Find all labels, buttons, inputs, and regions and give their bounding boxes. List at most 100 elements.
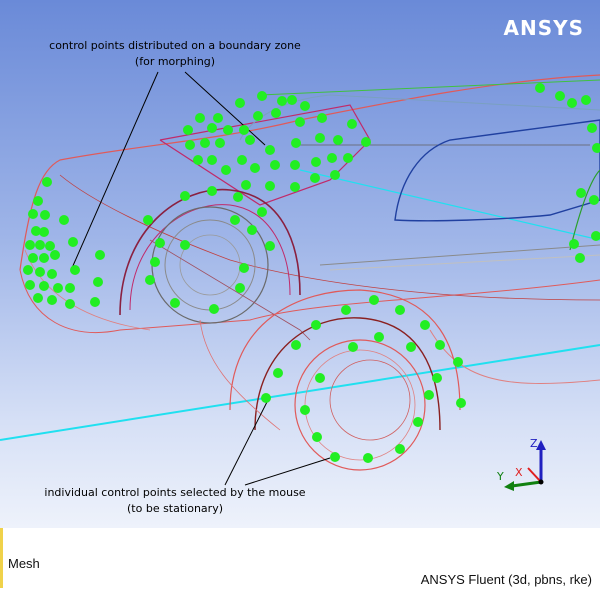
control-point[interactable] (257, 207, 267, 217)
control-point[interactable] (235, 98, 245, 108)
control-point[interactable] (592, 143, 600, 153)
control-point[interactable] (277, 96, 287, 106)
control-point[interactable] (68, 237, 78, 247)
control-point[interactable] (291, 340, 301, 350)
control-point[interactable] (170, 298, 180, 308)
control-point[interactable] (185, 140, 195, 150)
control-point[interactable] (291, 138, 301, 148)
control-point[interactable] (424, 390, 434, 400)
control-point[interactable] (333, 135, 343, 145)
control-point[interactable] (143, 215, 153, 225)
control-point[interactable] (230, 215, 240, 225)
control-point[interactable] (195, 113, 205, 123)
control-point[interactable] (330, 452, 340, 462)
control-point[interactable] (312, 432, 322, 442)
control-point[interactable] (65, 283, 75, 293)
control-point[interactable] (535, 83, 545, 93)
control-point[interactable] (341, 305, 351, 315)
control-point[interactable] (90, 297, 100, 307)
control-point[interactable] (420, 320, 430, 330)
control-point[interactable] (65, 299, 75, 309)
control-point[interactable] (395, 444, 405, 454)
control-point[interactable] (589, 195, 599, 205)
control-point[interactable] (207, 123, 217, 133)
control-point[interactable] (591, 231, 600, 241)
control-point[interactable] (555, 91, 565, 101)
control-point[interactable] (363, 453, 373, 463)
control-point[interactable] (271, 108, 281, 118)
control-point[interactable] (343, 153, 353, 163)
control-point[interactable] (432, 373, 442, 383)
control-point[interactable] (35, 267, 45, 277)
control-point[interactable] (369, 295, 379, 305)
control-point[interactable] (40, 210, 50, 220)
control-point[interactable] (39, 227, 49, 237)
control-point[interactable] (587, 123, 597, 133)
control-point[interactable] (235, 283, 245, 293)
control-point[interactable] (435, 340, 445, 350)
control-point[interactable] (150, 257, 160, 267)
control-point[interactable] (215, 138, 225, 148)
control-point[interactable] (317, 113, 327, 123)
control-point[interactable] (575, 253, 585, 263)
control-point[interactable] (300, 101, 310, 111)
graphics-viewport[interactable]: Z Y X ANSYS control points distributed o… (0, 0, 600, 528)
control-point[interactable] (207, 155, 217, 165)
control-point[interactable] (413, 417, 423, 427)
control-point[interactable] (180, 240, 190, 250)
control-point[interactable] (239, 125, 249, 135)
control-point[interactable] (70, 265, 80, 275)
control-point[interactable] (155, 238, 165, 248)
control-point[interactable] (453, 357, 463, 367)
control-point[interactable] (374, 332, 384, 342)
control-point[interactable] (406, 342, 416, 352)
control-point[interactable] (257, 91, 267, 101)
control-point[interactable] (290, 182, 300, 192)
control-point[interactable] (50, 250, 60, 260)
control-point[interactable] (569, 239, 579, 249)
control-point[interactable] (28, 253, 38, 263)
control-point[interactable] (200, 138, 210, 148)
control-point[interactable] (233, 192, 243, 202)
control-point[interactable] (23, 265, 33, 275)
control-point[interactable] (241, 180, 251, 190)
control-point[interactable] (47, 269, 57, 279)
control-point[interactable] (270, 160, 280, 170)
control-point[interactable] (25, 280, 35, 290)
control-point[interactable] (25, 240, 35, 250)
control-point[interactable] (253, 111, 263, 121)
control-point[interactable] (213, 113, 223, 123)
control-point[interactable] (347, 119, 357, 129)
control-point[interactable] (95, 250, 105, 260)
control-point[interactable] (245, 135, 255, 145)
control-point[interactable] (327, 153, 337, 163)
control-point[interactable] (330, 170, 340, 180)
control-point[interactable] (348, 342, 358, 352)
control-point[interactable] (193, 155, 203, 165)
control-point[interactable] (581, 95, 591, 105)
control-point[interactable] (311, 157, 321, 167)
control-point[interactable] (53, 283, 63, 293)
control-point[interactable] (311, 320, 321, 330)
control-point[interactable] (39, 281, 49, 291)
control-point[interactable] (59, 215, 69, 225)
control-point[interactable] (28, 209, 38, 219)
control-point[interactable] (39, 253, 49, 263)
control-point[interactable] (310, 173, 320, 183)
control-point[interactable] (295, 117, 305, 127)
control-point[interactable] (45, 241, 55, 251)
control-point[interactable] (395, 305, 405, 315)
control-point[interactable] (247, 225, 257, 235)
control-point[interactable] (315, 133, 325, 143)
control-point[interactable] (567, 98, 577, 108)
control-point[interactable] (183, 125, 193, 135)
control-point[interactable] (180, 191, 190, 201)
control-point[interactable] (33, 196, 43, 206)
control-point[interactable] (265, 145, 275, 155)
control-point[interactable] (261, 393, 271, 403)
control-point[interactable] (237, 155, 247, 165)
control-point[interactable] (315, 373, 325, 383)
control-point[interactable] (576, 188, 586, 198)
control-point[interactable] (42, 177, 52, 187)
control-point[interactable] (456, 398, 466, 408)
